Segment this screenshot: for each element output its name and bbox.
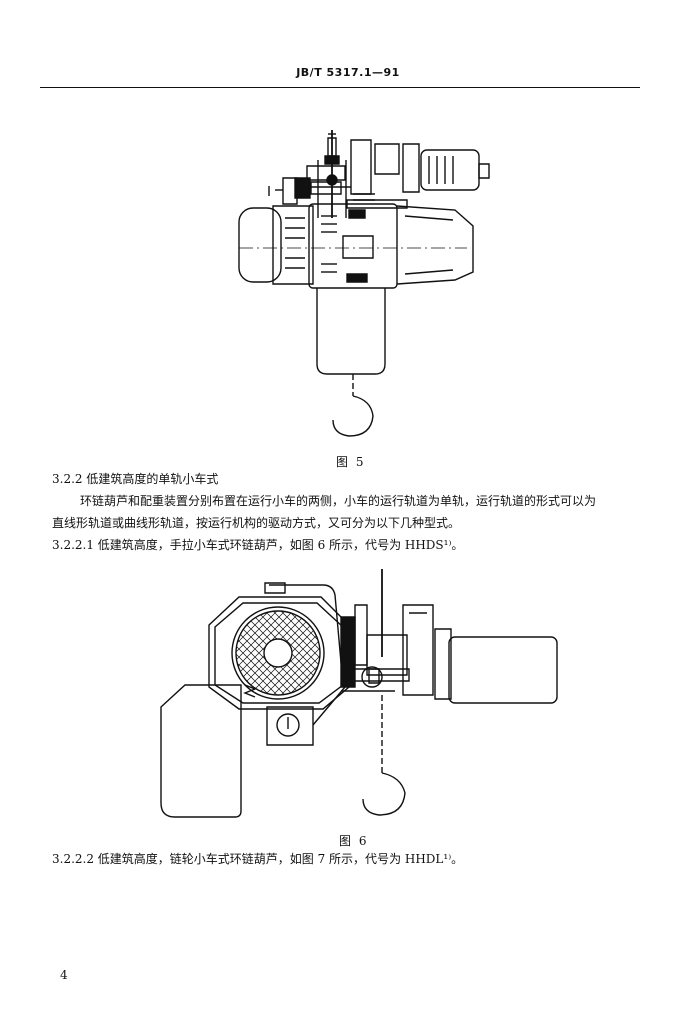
figure-6-caption: 图 6 [339, 834, 369, 848]
section-3-2-2-2-text: 3.2.2.2 低建筑高度，链轮小车式环链葫芦，如图 7 所示，代号为 HHDL… [52, 852, 464, 866]
figure-5-drawing [225, 120, 495, 440]
section-3-2-2-1-text: 3.2.2.1 低建筑高度，手拉小车式环链葫芦，如图 6 所示，代号为 HHDS… [52, 538, 464, 552]
section-3-2-2-body-line-2: 直线形轨道或曲线形轨道，按运行机构的驱动方式，又可分为以下几种型式。 [52, 516, 461, 530]
section-3-2-2-heading: 3.2.2 低建筑高度的单轨小车式 [52, 472, 219, 486]
figure-6-drawing [155, 565, 565, 835]
header-rule [40, 87, 640, 88]
page-header-code: JB/T 5317.1—91 [296, 66, 400, 79]
figure-5-caption: 图 5 [336, 455, 366, 469]
page-number: 4 [60, 968, 68, 982]
section-3-2-2-body-line-1: 环链葫芦和配重装置分别布置在运行小车的两侧，小车的运行轨道为单轨，运行轨道的形式… [80, 494, 597, 508]
